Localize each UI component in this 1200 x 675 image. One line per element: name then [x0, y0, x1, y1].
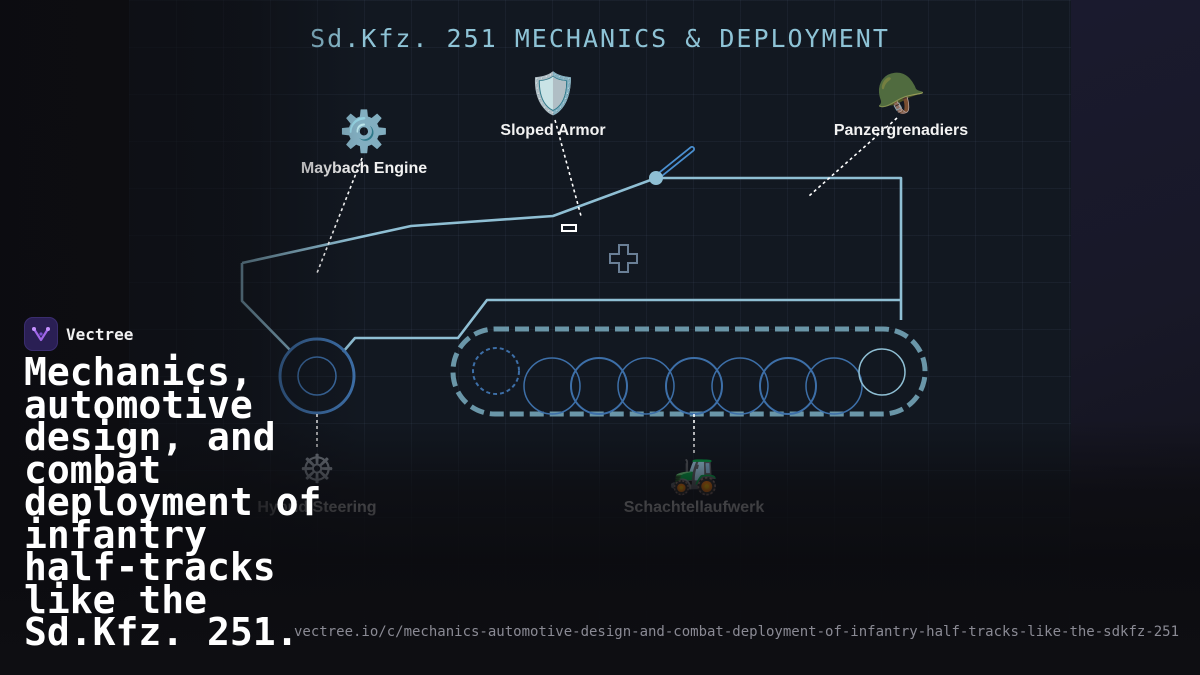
callout-label-troops: Panzergrenadiers	[833, 122, 969, 139]
page-url[interactable]: vectree.io/c/mechanics-automotive-design…	[294, 624, 1180, 640]
brand-name: Vectree	[66, 324, 134, 344]
road-wheels	[523, 357, 863, 415]
vectree-logo-icon	[24, 317, 58, 351]
helmet-icon: 🪖	[876, 72, 926, 116]
gun-mount	[649, 171, 663, 185]
callout-label-armor: Sloped Armor	[500, 122, 606, 139]
shield-icon: 🛡️	[528, 72, 578, 116]
diagram-title: Sd.Kfz. 251 MECHANICS & DEPLOYMENT	[310, 24, 890, 53]
drive-sprocket	[472, 347, 520, 395]
callout-label-engine: Maybach Engine	[300, 160, 428, 177]
gear-icon: ⚙️	[339, 110, 389, 154]
headline: Mechanics, automotive design, and combat…	[24, 350, 322, 654]
tractor-icon: 🚜	[669, 452, 719, 496]
cross-emblem	[609, 244, 638, 273]
callout-label-tracks: Schachtellaufwerk	[623, 499, 765, 516]
idler-wheel	[858, 348, 906, 396]
track-belt	[450, 326, 928, 417]
hull-outline	[240, 176, 903, 353]
vision-slit	[561, 224, 577, 232]
brand[interactable]: Vectree	[24, 317, 133, 351]
